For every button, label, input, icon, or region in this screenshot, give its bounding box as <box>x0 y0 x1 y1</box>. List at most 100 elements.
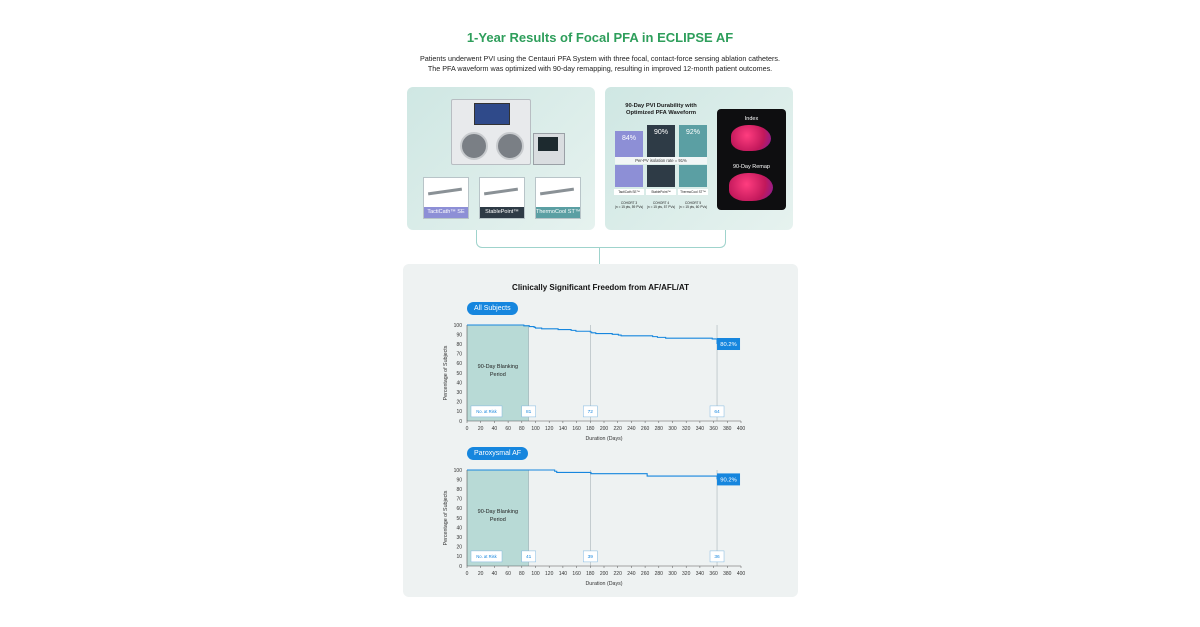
y-tick-label: 90 <box>456 477 462 483</box>
isolation-rate-label: Per-PV isolation rate = 91% <box>615 157 707 164</box>
x-tick-label: 140 <box>559 426 568 432</box>
page-subtitle: Patients underwent PVI using the Centaur… <box>0 54 1200 74</box>
x-axis-label: Duration (Days) <box>585 581 622 587</box>
generator-screen <box>474 103 510 125</box>
x-tick-label: 360 <box>709 426 718 432</box>
y-tick-label: 10 <box>456 409 462 415</box>
y-axis-label: Percentage of Subjects <box>443 345 449 400</box>
blanking-label: Period <box>490 372 506 378</box>
x-tick-label: 220 <box>614 571 623 577</box>
y-tick-label: 60 <box>456 506 462 512</box>
x-tick-label: 380 <box>723 571 732 577</box>
x-axis-label: Duration (Days) <box>585 436 622 442</box>
cohort-name: COHORT 4 <box>652 201 670 205</box>
y-tick-label: 50 <box>456 371 462 377</box>
chart-all-subjects: 90-Day BlankingPeriod0102030405060708090… <box>443 323 745 442</box>
cohort-size: (n = 15 pts, 60 PVs) <box>678 205 708 209</box>
x-tick-label: 60 <box>505 571 511 577</box>
y-tick-label: 20 <box>456 545 462 551</box>
cohort-label: COHORT 4(n = 15 pts, 57 PVs) <box>645 201 677 209</box>
y-tick-label: 70 <box>456 497 462 503</box>
catheter-card-thermocool: ThermoCool ST™ <box>535 177 581 219</box>
y-tick-label: 20 <box>456 400 462 406</box>
x-tick-label: 140 <box>559 571 568 577</box>
x-tick-label: 300 <box>668 426 677 432</box>
cohort-size: (n = 15 pts, 59 PVs) <box>614 205 644 209</box>
at-risk-label: No. at Risk <box>476 409 497 414</box>
blanking-label: 90-Day Blanking <box>478 364 518 370</box>
chart-2-title-pill: Paroxysmal AF <box>467 447 529 460</box>
pump-wheel <box>460 132 488 160</box>
y-tick-label: 50 <box>456 516 462 522</box>
at-risk-box <box>521 550 536 563</box>
cohort-catheter-label: TactiCath SE™ <box>614 189 644 195</box>
y-tick-label: 0 <box>459 419 462 425</box>
cohort-size: (n = 15 pts, 57 PVs) <box>646 205 676 209</box>
end-value-label: 80.2% <box>720 342 736 348</box>
x-tick-label: 220 <box>614 426 623 432</box>
monitor-screen <box>538 137 558 151</box>
y-tick-label: 40 <box>456 380 462 386</box>
at-risk-box <box>709 405 725 418</box>
x-tick-label: 0 <box>466 426 469 432</box>
bar-value: 90% <box>653 129 668 136</box>
x-tick-label: 360 <box>709 571 718 577</box>
at-risk-box <box>709 550 725 563</box>
end-value-label: 90.2% <box>720 477 736 483</box>
x-tick-label: 40 <box>492 426 498 432</box>
y-tick-label: 0 <box>459 564 462 570</box>
y-tick-label: 100 <box>454 323 463 329</box>
at-risk-count: 36 <box>714 554 720 560</box>
x-tick-label: 380 <box>723 426 732 432</box>
y-tick-label: 70 <box>456 352 462 358</box>
at-risk-box <box>583 550 598 563</box>
page-title: 1-Year Results of Focal PFA in ECLIPSE A… <box>466 30 734 45</box>
km-survival-curve <box>467 469 718 480</box>
durability-bar-cohort3: 84% <box>615 131 643 159</box>
heart-map-remap <box>729 173 773 201</box>
at-risk-count: 41 <box>526 554 532 560</box>
blanking-period-region <box>467 325 529 421</box>
y-tick-label: 30 <box>456 535 462 541</box>
durability-bar-cohort5: 92% <box>679 125 707 159</box>
x-tick-label: 80 <box>519 571 525 577</box>
y-tick-label: 80 <box>456 487 462 493</box>
x-tick-label: 100 <box>531 426 540 432</box>
bar-value: 92% <box>685 129 700 136</box>
blanking-label: Period <box>490 517 506 523</box>
catheter-label: TactiCath™ SE <box>424 207 468 218</box>
x-tick-label: 300 <box>668 571 677 577</box>
catheter-image <box>539 187 575 196</box>
y-tick-label: 80 <box>456 342 462 348</box>
x-tick-label: 120 <box>545 571 554 577</box>
monitor-image <box>533 133 565 165</box>
x-tick-label: 320 <box>682 426 691 432</box>
pfa-generator-image <box>451 99 531 165</box>
y-axis-label: Percentage of Subjects <box>443 490 449 545</box>
x-tick-label: 320 <box>682 571 691 577</box>
x-tick-label: 0 <box>466 571 469 577</box>
at-risk-count: 72 <box>588 409 594 415</box>
x-tick-label: 280 <box>655 426 664 432</box>
x-tick-label: 400 <box>737 426 746 432</box>
x-tick-label: 240 <box>627 571 636 577</box>
x-tick-label: 260 <box>641 571 650 577</box>
at-risk-label: No. at Risk <box>476 554 497 559</box>
pump-wheel <box>496 132 524 160</box>
heart-map-index <box>731 125 771 151</box>
chart-all-subjects: 90-Day BlankingPeriod0102030405060708090… <box>443 323 746 587</box>
y-tick-label: 10 <box>456 554 462 560</box>
cohort-label: COHORT 5(n = 15 pts, 60 PVs) <box>677 201 709 209</box>
catheter-image <box>483 187 519 196</box>
chart-card-title: Clinically Significant Freedom from AF/A… <box>512 283 689 292</box>
y-tick-label: 90 <box>456 332 462 338</box>
pvi-durability-panel: 90-Day PVI Durability with Optimized PFA… <box>605 87 793 230</box>
bar-value: 84% <box>621 135 636 142</box>
at-risk-label-box <box>470 550 503 563</box>
x-tick-label: 400 <box>737 571 746 577</box>
at-risk-box <box>583 405 598 418</box>
x-tick-label: 20 <box>478 426 484 432</box>
at-risk-count: 64 <box>714 409 720 415</box>
durability-bar-cohort4: 90% <box>647 125 675 159</box>
blanking-label: 90-Day Blanking <box>478 509 518 515</box>
